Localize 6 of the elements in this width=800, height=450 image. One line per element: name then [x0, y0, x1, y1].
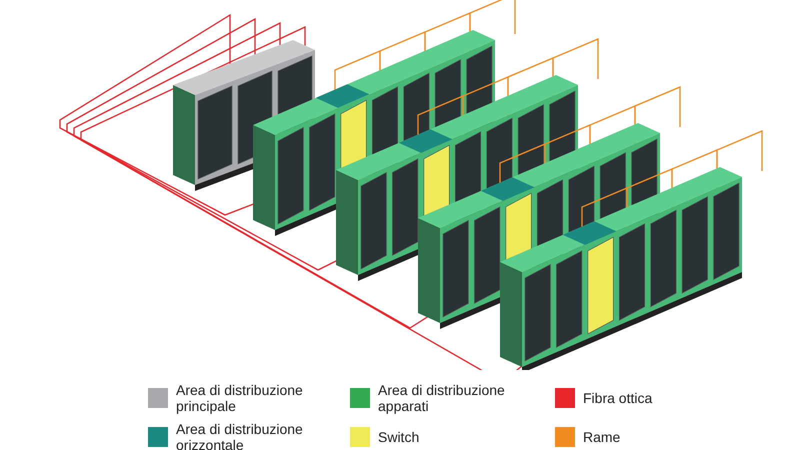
legend-label: Area di distribuzione orizzontale	[176, 421, 304, 450]
legend-label: Area di distribuzione principale	[176, 382, 304, 414]
legend-label: Switch	[378, 429, 420, 445]
legend-label: Rame	[583, 429, 622, 445]
legend-label: Area di distribuzione apparati	[378, 382, 506, 414]
legend-label: Fibra ottica	[583, 390, 654, 406]
